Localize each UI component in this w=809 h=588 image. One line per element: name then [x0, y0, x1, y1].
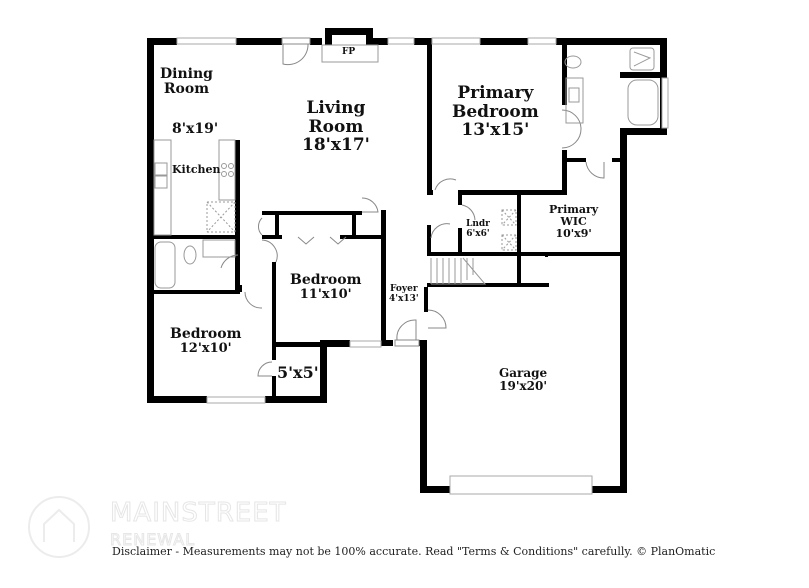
laundry-label: Lndr 6'x6': [466, 219, 490, 240]
bedroom-2-label: Bedroom 11'x10': [290, 272, 362, 303]
primary-wic-name-2: WIC: [560, 215, 587, 229]
interior-walls: [154, 45, 627, 403]
primary-bedroom-name-2: Bedroom: [452, 101, 539, 122]
dining-room-label: Dining Room: [160, 66, 213, 98]
living-room-name-1: Living: [306, 98, 366, 118]
house-circle-logo-icon: [28, 496, 90, 558]
closet-size: 5'x5': [277, 363, 319, 382]
bedroom-2-size: 11'x10': [299, 287, 352, 303]
laundry-size: 6'x6': [466, 228, 490, 239]
primary-bedroom-label: Primary Bedroom 13'x15': [452, 84, 539, 140]
primary-bedroom-size: 13'x15': [461, 120, 530, 141]
bedroom-3-size: 12'x10': [179, 341, 232, 357]
primary-wic-name-1: Primary: [549, 203, 599, 216]
bedroom-3-label: Bedroom 12'x10': [170, 326, 242, 357]
primary-wic-size: 10'x9': [555, 227, 592, 241]
garage-label: Garage 19'x20': [499, 366, 548, 394]
foyer-size: 4'x13': [389, 293, 419, 304]
watermark-brand: MAINSTREET: [110, 498, 287, 529]
windows: [176, 37, 669, 495]
bedroom-2-name: Bedroom: [290, 272, 362, 288]
living-room-size: 18'x17': [302, 135, 370, 156]
garage-name: Garage: [499, 366, 548, 380]
bedroom-3-name: Bedroom: [170, 326, 242, 342]
fireplace-label: FP: [342, 47, 356, 57]
kitchen-label: Kitchen: [172, 163, 221, 176]
primary-bedroom-name-1: Primary: [457, 83, 534, 103]
fixtures: [153, 44, 659, 289]
foyer-name: Foyer: [390, 284, 418, 294]
living-room-label: Living Room 18'x17': [302, 99, 370, 155]
disclaimer-text: Disclaimer - Measurements may not be 100…: [112, 545, 716, 558]
doors: [220, 37, 605, 377]
watermark-sub: RENEWAL: [109, 530, 196, 550]
garage-size: 19'x20': [499, 379, 548, 394]
foyer-label: Foyer 4'x13': [389, 284, 419, 305]
dining-room-name-2: Room: [163, 81, 210, 98]
dining-room-size: 8'x19': [172, 121, 219, 137]
dining-room-name-1: Dining: [160, 66, 213, 82]
primary-wic-label: Primary WIC 10'x9': [549, 203, 599, 241]
watermark-logo: MAINSTREET RENEWAL: [22, 492, 322, 562]
laundry-name: Lndr: [466, 219, 490, 229]
living-room-name-2: Room: [308, 116, 364, 137]
